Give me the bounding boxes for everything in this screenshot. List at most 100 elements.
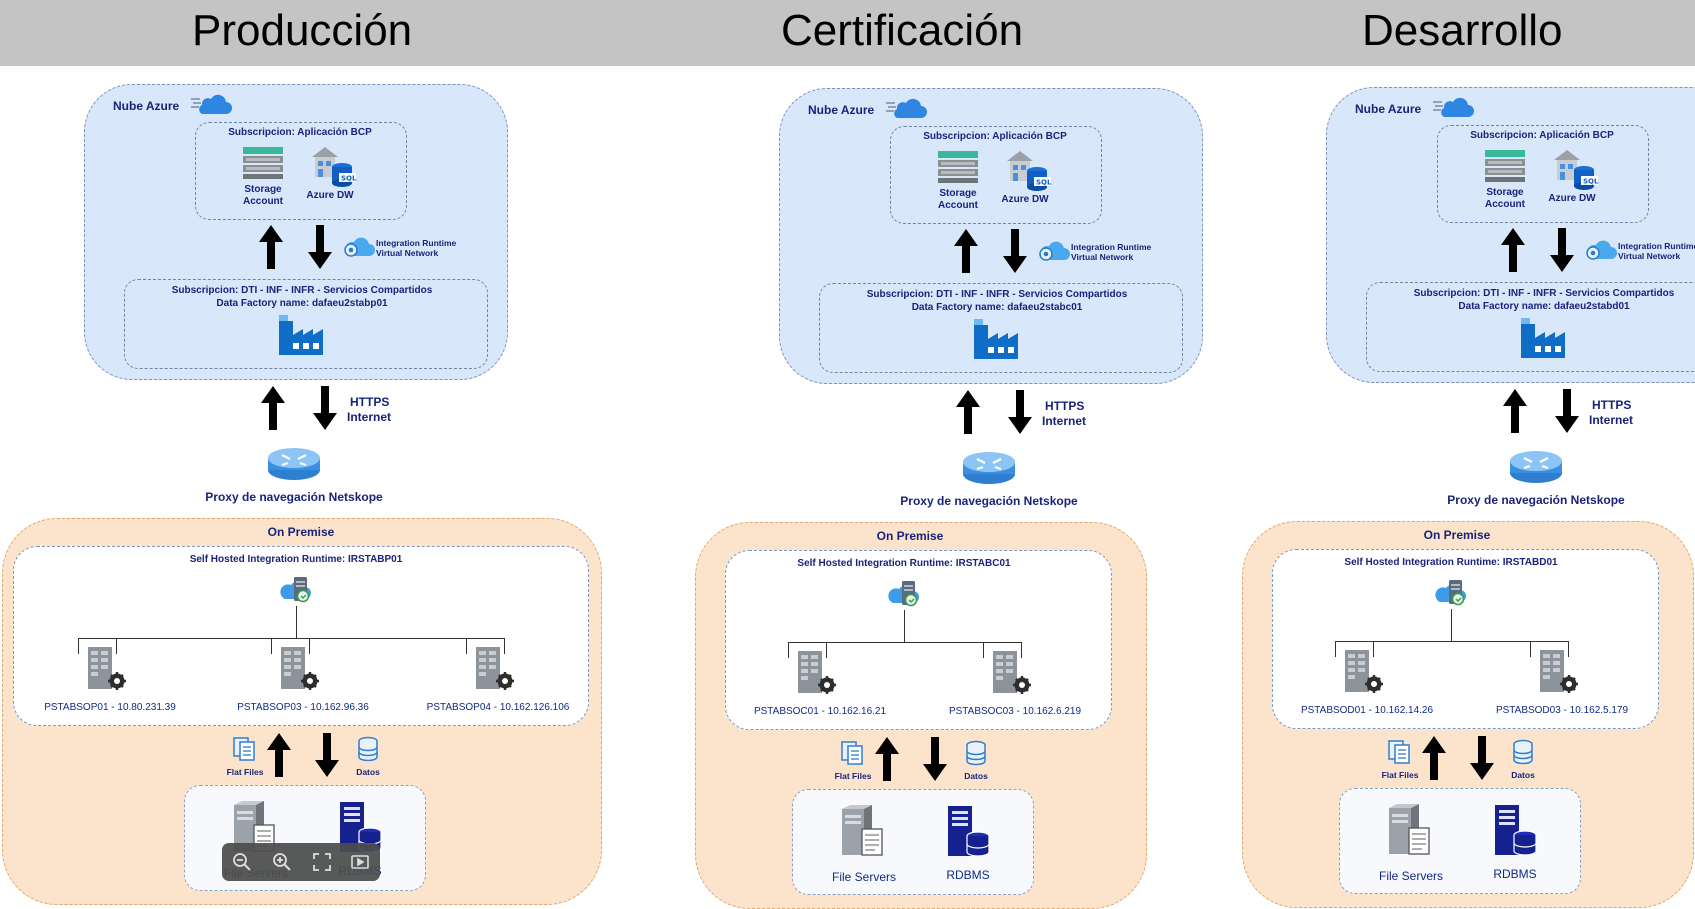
- datos-label: Datos: [356, 767, 380, 777]
- storage-account-label-line2: Account: [938, 200, 978, 211]
- arrow-down-icon: [922, 736, 948, 787]
- subscription-bcp-box: [195, 122, 407, 220]
- internet-label: Internet: [1042, 414, 1087, 428]
- connector-line: [826, 642, 827, 658]
- azure-dw-icon: SQL: [1004, 147, 1054, 196]
- storage-account-label-line2: Account: [1485, 199, 1525, 210]
- server-icon: [1341, 648, 1385, 701]
- on-premise-label: On Premise: [876, 529, 944, 543]
- connector-line: [116, 638, 117, 654]
- connector-line: [1451, 609, 1452, 641]
- arrow-down-icon: [1549, 227, 1575, 278]
- integration-runtime-label-line2: Virtual Network: [1618, 251, 1681, 261]
- arrow-up-icon: [874, 736, 900, 787]
- subscription-bcp-box: [890, 126, 1102, 224]
- internet-label: Internet: [1589, 413, 1634, 427]
- on-premise-label: On Premise: [267, 525, 335, 539]
- internet-label: Internet: [347, 410, 392, 424]
- flat-files-label: Flat Files: [1381, 770, 1419, 780]
- connector-line: [78, 638, 79, 654]
- storage-account-label-line1: Storage: [244, 184, 282, 195]
- integration-runtime-label-line1: Integration Runtime: [376, 238, 457, 248]
- connector-line: [1568, 641, 1569, 657]
- file-server-icon: [838, 803, 890, 864]
- server-label: PSTABSOC03 - 10.162.6.219: [948, 706, 1082, 717]
- connector-line: [78, 638, 504, 639]
- header-certificacion: Certificación: [781, 6, 1024, 55]
- https-label: HTTPS: [350, 395, 390, 409]
- arrow-up-icon: [266, 732, 292, 783]
- connector-line: [1021, 642, 1022, 658]
- source-systems-box: [1339, 788, 1581, 894]
- flat-files-label: Flat Files: [834, 771, 872, 781]
- flat-files-icon: [1387, 739, 1413, 770]
- zoom-out-icon[interactable]: [222, 843, 262, 881]
- server-label: PSTABSOP01 - 10.80.231.39: [44, 702, 176, 713]
- azure-cloud-label: Nube Azure: [1355, 102, 1422, 116]
- header-produccion: Producción: [192, 6, 413, 55]
- shir-icon: [279, 573, 313, 610]
- azure-dw-icon: SQL: [309, 143, 359, 192]
- proxy-label: Proxy de navegación Netskope: [1447, 493, 1625, 507]
- fullscreen-icon[interactable]: [302, 843, 342, 881]
- connector-line: [983, 642, 984, 658]
- connector-line: [1335, 641, 1568, 642]
- arrow-up-icon: [1421, 735, 1447, 786]
- proxy-router-icon: [266, 444, 322, 487]
- azure-dw-label: Azure DW: [1001, 194, 1049, 205]
- storage-account-label-line2: Account: [243, 196, 283, 207]
- subscription-bcp-title: Subscripcion: Aplicación BCP: [228, 127, 372, 138]
- rdbms-icon: [944, 804, 992, 865]
- azure-cloud-icon: [1432, 93, 1474, 124]
- on-premise-label: On Premise: [1423, 528, 1491, 542]
- azure-cloud-icon: [885, 94, 927, 125]
- https-label: HTTPS: [1592, 398, 1632, 412]
- slideshow-icon[interactable]: [340, 843, 380, 881]
- data-factory-icon: [1519, 316, 1567, 365]
- arrow-down-icon: [1554, 388, 1580, 439]
- svg-text:SQL: SQL: [1036, 179, 1052, 187]
- connector-line: [466, 638, 467, 654]
- azure-cloud-label: Nube Azure: [113, 99, 180, 113]
- shir-box: [13, 546, 589, 726]
- arrow-up-icon: [260, 385, 286, 436]
- datos-label: Datos: [1511, 770, 1535, 780]
- server-icon: [84, 645, 128, 698]
- arrow-down-icon: [1469, 735, 1495, 786]
- server-label: PSTABSOD03 - 10.162.5.179: [1495, 705, 1629, 716]
- integration-runtime-vnet-icon: [342, 234, 376, 263]
- flat-files-icon: [232, 736, 258, 767]
- integration-runtime-label-line1: Integration Runtime: [1071, 242, 1152, 252]
- connector-line: [296, 606, 297, 638]
- connector-line: [309, 638, 310, 654]
- subscription-bcp-box: [1437, 125, 1649, 223]
- shir-label: Self Hosted Integration Runtime: IRSTABD…: [1344, 557, 1558, 568]
- proxy-router-icon: [961, 448, 1017, 491]
- connector-line: [1373, 641, 1374, 657]
- connector-line: [904, 610, 905, 642]
- server-label: PSTABSOD01 - 10.162.14.26: [1300, 705, 1434, 716]
- integration-runtime-vnet-icon: [1037, 238, 1071, 267]
- zoom-in-icon[interactable]: [262, 843, 302, 881]
- header-desarrollo: Desarrollo: [1362, 6, 1563, 55]
- connector-line: [788, 642, 1021, 643]
- arrow-down-icon: [314, 732, 340, 783]
- data-factory-name: Data Factory name: dafaeu2stabc01: [911, 302, 1083, 313]
- data-factory-icon: [277, 313, 325, 362]
- svg-text:SQL: SQL: [1583, 178, 1599, 186]
- flat-files-label: Flat Files: [226, 767, 264, 777]
- server-icon: [989, 649, 1033, 702]
- integration-runtime-label-line1: Integration Runtime: [1618, 241, 1695, 251]
- connector-line: [1335, 641, 1336, 657]
- server-icon: [1536, 648, 1580, 701]
- subscription-shared-services-box: [1366, 282, 1695, 372]
- azure-cloud-container: [779, 88, 1203, 384]
- proxy-label: Proxy de navegación Netskope: [205, 490, 383, 504]
- shir-label: Self Hosted Integration Runtime: IRSTABP…: [189, 554, 403, 565]
- subscription-shared-services-title: Subscripcion: DTI - INF - INFR - Servici…: [171, 285, 433, 296]
- integration-runtime-vnet-icon: [1584, 237, 1618, 266]
- file-server-icon: [1385, 802, 1437, 863]
- server-icon: [277, 645, 321, 698]
